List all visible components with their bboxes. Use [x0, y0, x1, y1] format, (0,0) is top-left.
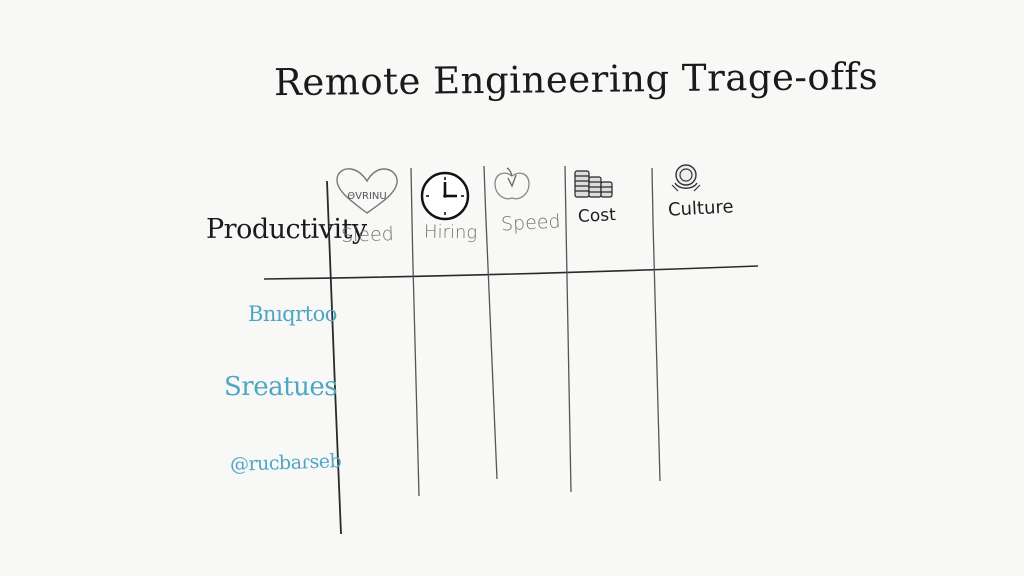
column-divider-2 [483, 165, 498, 480]
row-label-3: @ruᴄbaɾseb [229, 450, 342, 476]
row-label-1: Bnıqrtoo [248, 302, 337, 326]
coin-stack-icon [574, 170, 613, 198]
column-label-hiring: Hiring [423, 221, 478, 244]
heart-icon: ΘVRINU [336, 168, 398, 214]
column-divider-1 [410, 167, 420, 497]
badge-icon [671, 164, 701, 192]
column-label-sieed: Sieed [340, 223, 395, 247]
apple-icon [494, 167, 530, 200]
row-label-2: Sreatues [224, 372, 338, 402]
column-label-cost: Cost [577, 205, 617, 227]
row-header-productivity: Productivity [206, 214, 367, 245]
column-divider-4 [651, 167, 661, 482]
column-label-speed: Speed [500, 210, 562, 236]
row-header-divider-line [326, 180, 342, 535]
clock-icon [420, 171, 470, 221]
header-divider-line [263, 265, 759, 280]
heart-icon-text: ΘVRINU [347, 191, 386, 202]
column-divider-3 [564, 165, 572, 493]
column-label-culture: Culture [667, 196, 735, 221]
